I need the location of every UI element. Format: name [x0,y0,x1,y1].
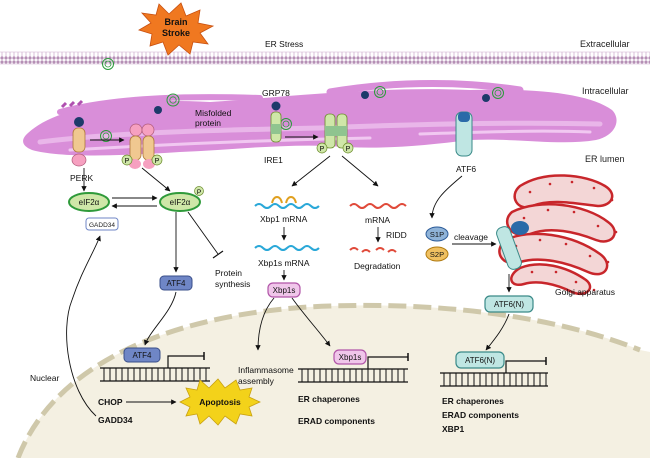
dna-atf6 [440,357,548,387]
misfolded-protein-label-2: protein [195,118,221,128]
apoptosis-burst: Apoptosis [179,378,261,426]
s2p-label: S2P [430,250,444,259]
atf6-receptor [455,111,473,157]
xbp1-mrna-strand [254,203,320,209]
atf6n-nuclear-label: ATF6(N) [465,356,495,365]
s2p-protease [425,246,449,262]
atf6-in-golgi [496,221,529,270]
xbp1s-label: Xbp1s [273,286,296,295]
xbp1s-nuclear-label: Xbp1s [339,353,362,362]
atf6-to-golgi-arrow [429,175,463,219]
er-lumen-label: ER lumen [585,154,625,164]
golgi-label: Golgi apparatus [555,287,615,297]
atf6n-box [484,295,534,313]
perk-receptor [71,117,87,167]
gadd34-box-label: GADD34 [89,222,115,229]
misfolded-proteins [100,58,504,142]
xbp1s-to-inflammasome-arrow [255,297,275,351]
dna-perk [100,352,210,382]
ire1-to-xbp1-arrow [291,155,331,187]
burst-line2: Stroke [162,28,190,38]
atf4-nuclear-arrow [143,291,177,346]
eif2a-phosphorylated: eIF2α P [159,186,204,212]
perk-p1: P [125,158,130,165]
plasma-membrane [0,52,650,64]
xbp1s-box [267,282,301,298]
perk-p2: P [155,158,160,165]
cleavage-label: cleavage [454,232,488,242]
mrna-label: mRNA [365,215,390,225]
dna-ire1 [298,353,409,383]
perk-label: PERK [70,173,93,183]
atf4-nuclear-label: ATF4 [133,351,153,360]
ire1-receptor [270,101,282,143]
xbp1s-nuclear-box [333,349,367,365]
atf4-nuclear-box [123,347,161,363]
ire1-to-ridd-arrow [341,155,379,187]
atf4-label: ATF4 [167,279,187,288]
inflammasome-label-2: assembly [238,376,275,386]
extracellular-label: Extracellular [580,39,630,49]
er-stress-label: ER Stress [265,39,303,49]
ridd-label: RIDD [386,230,407,240]
ire1-p1: P [320,146,325,153]
grp78-label: GRP78 [262,88,290,98]
gene-perk-1: GADD34 [98,415,133,425]
brain-stroke-burst: Brain Stroke [138,2,215,56]
atf6n-nuclear-box [455,351,505,369]
inflammasome-label-1: Inflammasome [238,365,294,375]
gene-atf6-0: ER chaperones [442,396,504,406]
eif2a-p: P [197,189,201,196]
xbp1s-nuclear-arrow [291,297,331,347]
intracellular-label: Intracellular [582,86,629,96]
protein-synthesis-label-1: Protein [215,268,242,278]
burst-line1: Brain [164,17,187,27]
misfolded-protein-label-1: Misfolded [195,108,232,118]
gene-atf6-2: XBP1 [442,424,464,434]
ridd-mrna-strand [349,203,407,209]
perk-to-eif2a-arrow [141,167,171,192]
ire1-p2: P [346,146,351,153]
xbp1-mrna-label: Xbp1 mRNA [260,214,308,224]
gene-ire1-0: ER chaperones [298,394,360,404]
atf6n-label: ATF6(N) [494,300,524,309]
gene-ire1-1: ERAD components [298,416,375,426]
atf4-box [159,275,193,291]
s1p-label: S1P [430,230,444,239]
eif2a-unphosphorylated: eIF2α [68,192,110,212]
s1p-protease [425,226,449,242]
perk-dimer: P P [121,123,163,169]
gene-atf6-1: ERAD components [442,410,519,420]
nuclear-label: Nuclear [30,373,59,383]
atf6n-nuclear-arrow [485,313,510,351]
xbp1s-mrna-strand [254,245,320,251]
gadd34-box [85,217,119,231]
apoptosis-label: Apoptosis [199,397,241,407]
eif2a-label-1: eIF2α [79,198,100,207]
nuclear-envelope [15,302,641,459]
eif2a-label-2: eIF2α [170,198,191,207]
degradation-label: Degradation [354,261,401,271]
ire1-dimer: P P [316,113,354,154]
xbp1s-mrna-label: Xbp1s mRNA [258,258,310,268]
gene-perk-0: CHOP [98,397,123,407]
gadd34-feedback-arrow [66,235,101,417]
ire1-label: IRE1 [264,155,283,165]
atf6-label: ATF6 [456,164,476,174]
golgi-apparatus [498,174,618,296]
degraded-fragments [349,247,397,253]
protein-synthesis-inhibit-line [187,211,219,255]
protein-synthesis-label-2: synthesis [215,279,250,289]
